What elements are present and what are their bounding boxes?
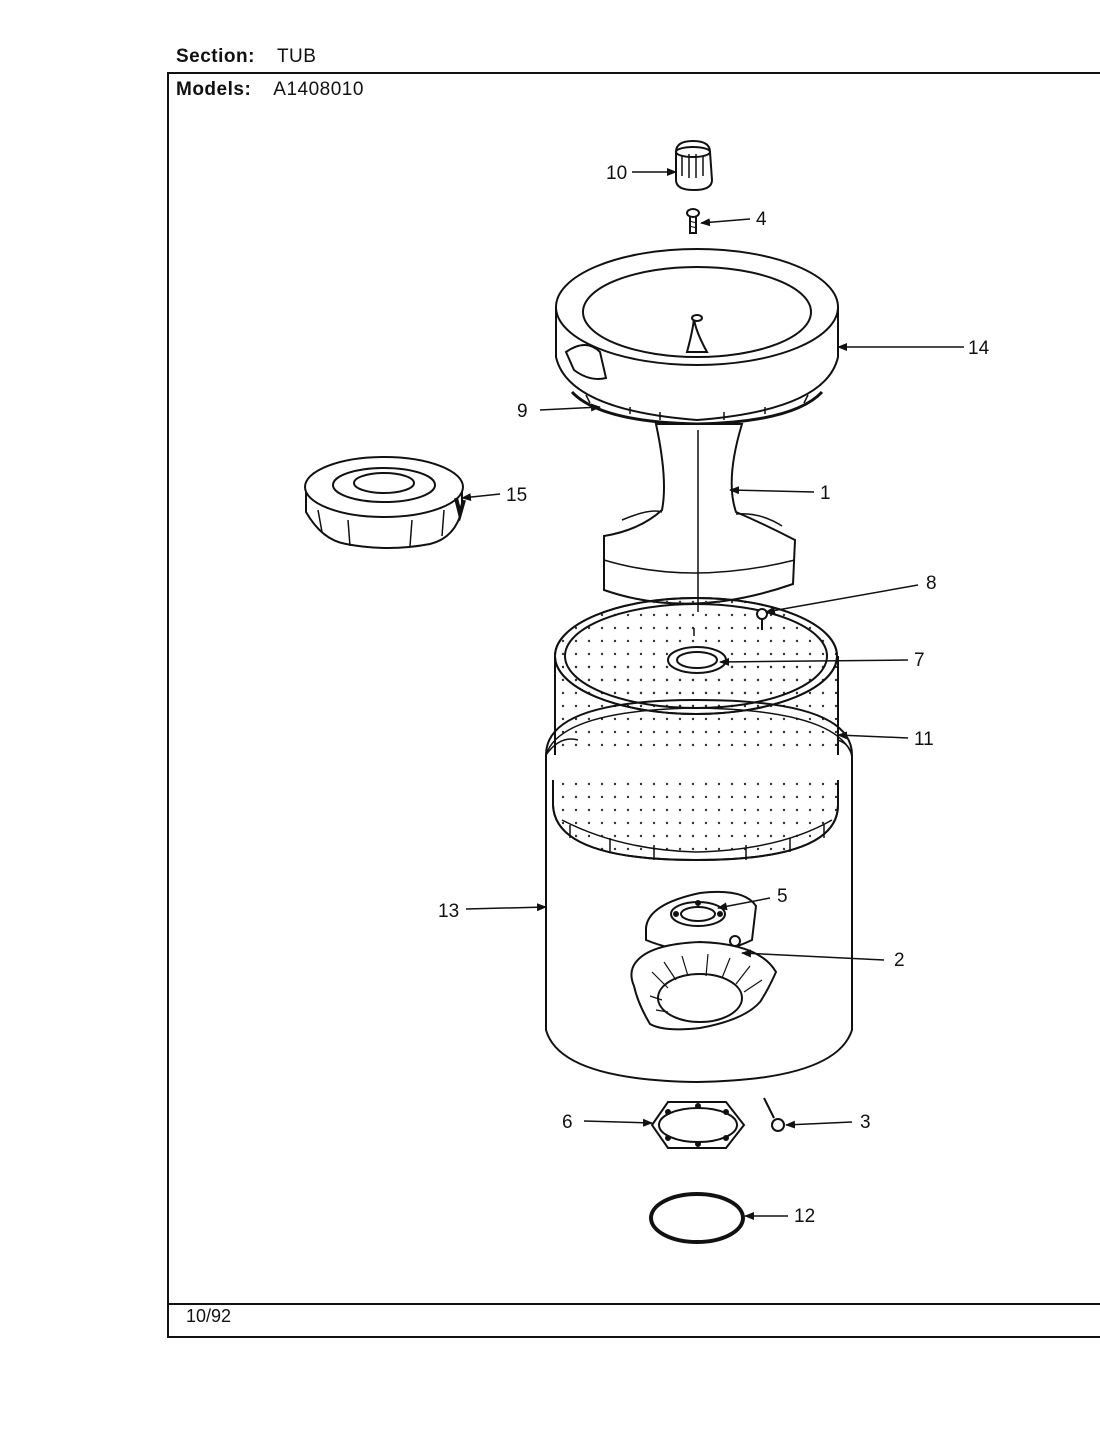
- leader-7: [719, 657, 909, 666]
- leader-4: [700, 218, 751, 227]
- callout-11: 11: [914, 729, 934, 750]
- revision-date: 10/92: [186, 1306, 232, 1326]
- flange-part: [650, 1101, 746, 1149]
- callout-4: 4: [756, 209, 767, 230]
- section-label: Section:: [176, 46, 255, 67]
- leader-lines: [461, 168, 964, 1220]
- leader-6: [583, 1118, 653, 1127]
- callout-1: 1: [820, 483, 831, 504]
- leader-13: [465, 903, 547, 912]
- tub-ring-part: [555, 248, 839, 422]
- callout-13: 13: [438, 901, 459, 922]
- page-frame: [167, 72, 1100, 1338]
- leader-5: [717, 897, 771, 911]
- bottom-screw-part: [763, 1097, 785, 1132]
- tub-seal-part: [630, 940, 778, 1031]
- callout-2: 2: [894, 950, 905, 971]
- dispenser-part: [304, 456, 466, 549]
- leader-9: [539, 403, 601, 412]
- callout-labels: 10 4 14 9 1 15 8 7 11 13 5 2 6 3 12: [438, 163, 990, 1227]
- callout-9: 9: [517, 401, 528, 422]
- callout-10: 10: [606, 163, 627, 184]
- leader-8: [765, 584, 919, 615]
- leader-1: [729, 486, 815, 495]
- section-heading: Section: TUB: [176, 46, 316, 68]
- callout-7: 7: [914, 650, 925, 671]
- footer-rule: [167, 1303, 1100, 1305]
- agitator-part: [603, 423, 797, 612]
- bearing-part: [645, 890, 758, 954]
- models-value: A1408010: [273, 79, 364, 100]
- callout-8: 8: [926, 573, 937, 594]
- callout-5: 5: [777, 886, 788, 907]
- models-heading: Models: A1408010: [176, 79, 364, 101]
- callout-12: 12: [794, 1206, 815, 1227]
- leader-2: [741, 949, 885, 961]
- leader-11: [837, 731, 909, 740]
- section-value: TUB: [276, 46, 317, 67]
- knob-part: [675, 139, 714, 192]
- callout-3: 3: [860, 1112, 871, 1133]
- screw-top-part: [686, 208, 700, 234]
- callout-6: 6: [562, 1112, 573, 1133]
- leader-15: [461, 493, 501, 502]
- callout-15: 15: [506, 485, 527, 506]
- models-label: Models:: [176, 79, 252, 100]
- o-ring-part: [649, 1192, 745, 1244]
- callout-14: 14: [968, 338, 990, 359]
- leader-3: [785, 1120, 853, 1129]
